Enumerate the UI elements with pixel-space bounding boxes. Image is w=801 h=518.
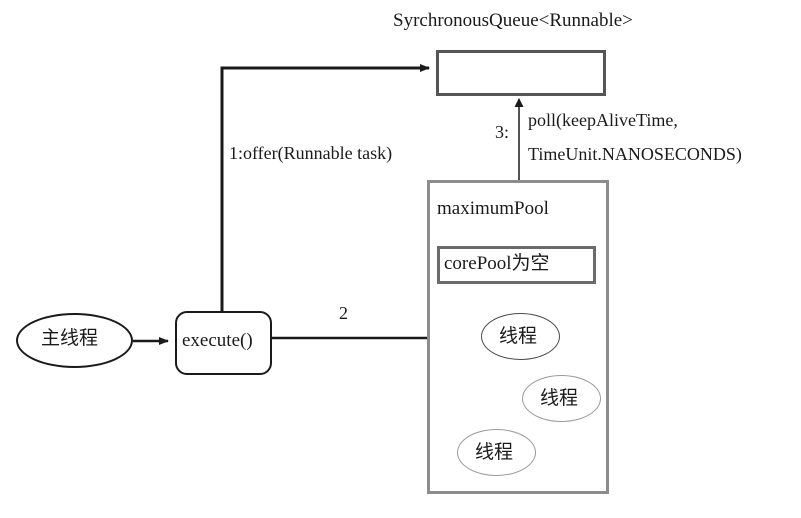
thread-label-3: 线程 xyxy=(475,442,514,463)
thread-ellipse-2 xyxy=(522,375,601,422)
thread-label-1: 线程 xyxy=(499,326,538,347)
thread-ellipse-1 xyxy=(481,313,560,360)
thread-label-2: 线程 xyxy=(540,388,579,409)
synchronous-queue-box xyxy=(436,50,606,96)
edge-label-dispatch-step: 2 xyxy=(339,303,348,323)
edge-label-offer: 1:offer(Runnable task) xyxy=(229,143,393,163)
edge-label-poll-line2: TimeUnit.NANOSECONDS) xyxy=(528,144,742,164)
edge-offer-to-queue xyxy=(220,64,430,311)
core-pool-label: corePool为空 xyxy=(444,253,550,274)
execute-node-label: execute() xyxy=(182,330,253,351)
edge-label-poll-step: 3: xyxy=(495,122,510,142)
main-thread-label: 主线程 xyxy=(41,328,99,349)
execute-node-box xyxy=(175,311,272,375)
core-pool-box xyxy=(437,246,596,284)
edge-label-poll-line1: poll(keepAliveTime, xyxy=(528,110,678,130)
main-thread-ellipse xyxy=(16,313,133,368)
maximum-pool-label: maximumPool xyxy=(437,198,549,219)
thread-ellipse-3 xyxy=(457,429,536,476)
queue-title-label: SyrchronousQueue<Runnable> xyxy=(393,10,633,31)
